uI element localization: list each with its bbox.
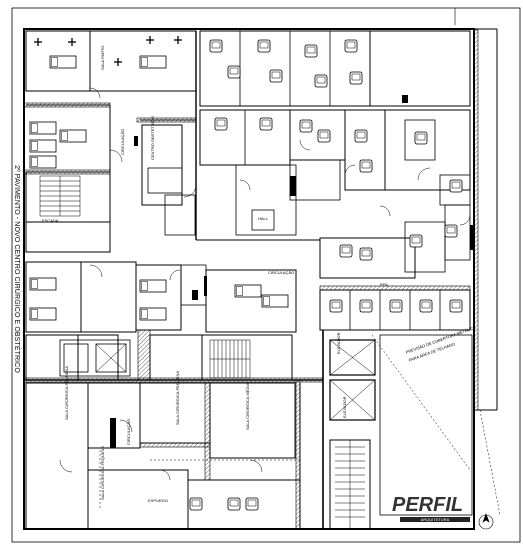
room-label-sala-pequena-2: SALA CIRÚRGICA PEQUENA [175, 370, 180, 425]
company-logo: PERFIL [392, 494, 464, 516]
room-label-circulacao-2: CIRCULAÇÃO [268, 270, 295, 275]
room-label-sala-pequena-3: SALA CIRÚRGICA PEQUENA [100, 445, 105, 500]
room-label-circulacao-v: CIRCULAÇÃO [126, 418, 131, 445]
room-label-elevador-1: ELEVADOR [336, 332, 341, 355]
room-label-circulacao-1: CIRCULAÇÃO [120, 128, 125, 155]
elevator-icon [59, 339, 131, 377]
room-label-elevador-2: ELEVADOR [342, 396, 347, 419]
room-label-escada: ESCADA [42, 218, 59, 223]
room-label-expurgo: EXPURGO [148, 498, 169, 503]
bed-icon [29, 55, 289, 321]
company-logo-subtext: ARQUITETURA [400, 517, 470, 522]
room-label-centro-obstetrico: CENTRO OBSTÉTRICO [150, 115, 155, 160]
north-arrow-icon [478, 513, 494, 530]
room-label-rpa: RPA [380, 282, 388, 287]
room-label-sala-media: SALA CIRÚRGICA MÉDIA [245, 382, 250, 430]
stair-icon [39, 175, 365, 529]
room-label-hall: HALL [258, 216, 269, 221]
room-label-sala-pequena-1: SALA CIRÚRGICA PEQUENA [64, 365, 69, 420]
plan-title: 2º PAVIMENTO - NOVO CENTRO CIRÚRGICO E O… [13, 165, 20, 373]
room-label-sala-parto: SALA PARTO [100, 45, 105, 70]
